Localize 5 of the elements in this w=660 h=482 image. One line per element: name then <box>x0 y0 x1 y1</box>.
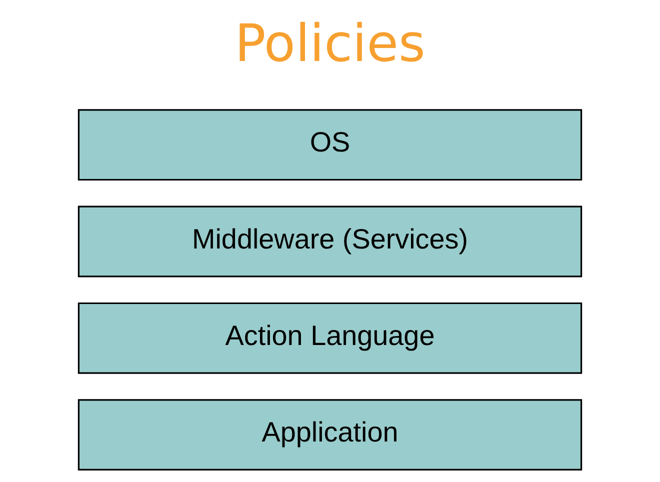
node-box: Application <box>78 398 582 470</box>
label: Policies <box>234 13 426 74</box>
node-box: Action Language <box>78 302 582 374</box>
node-box: Middleware (Services) <box>78 205 582 277</box>
node-box: OS <box>78 108 582 180</box>
